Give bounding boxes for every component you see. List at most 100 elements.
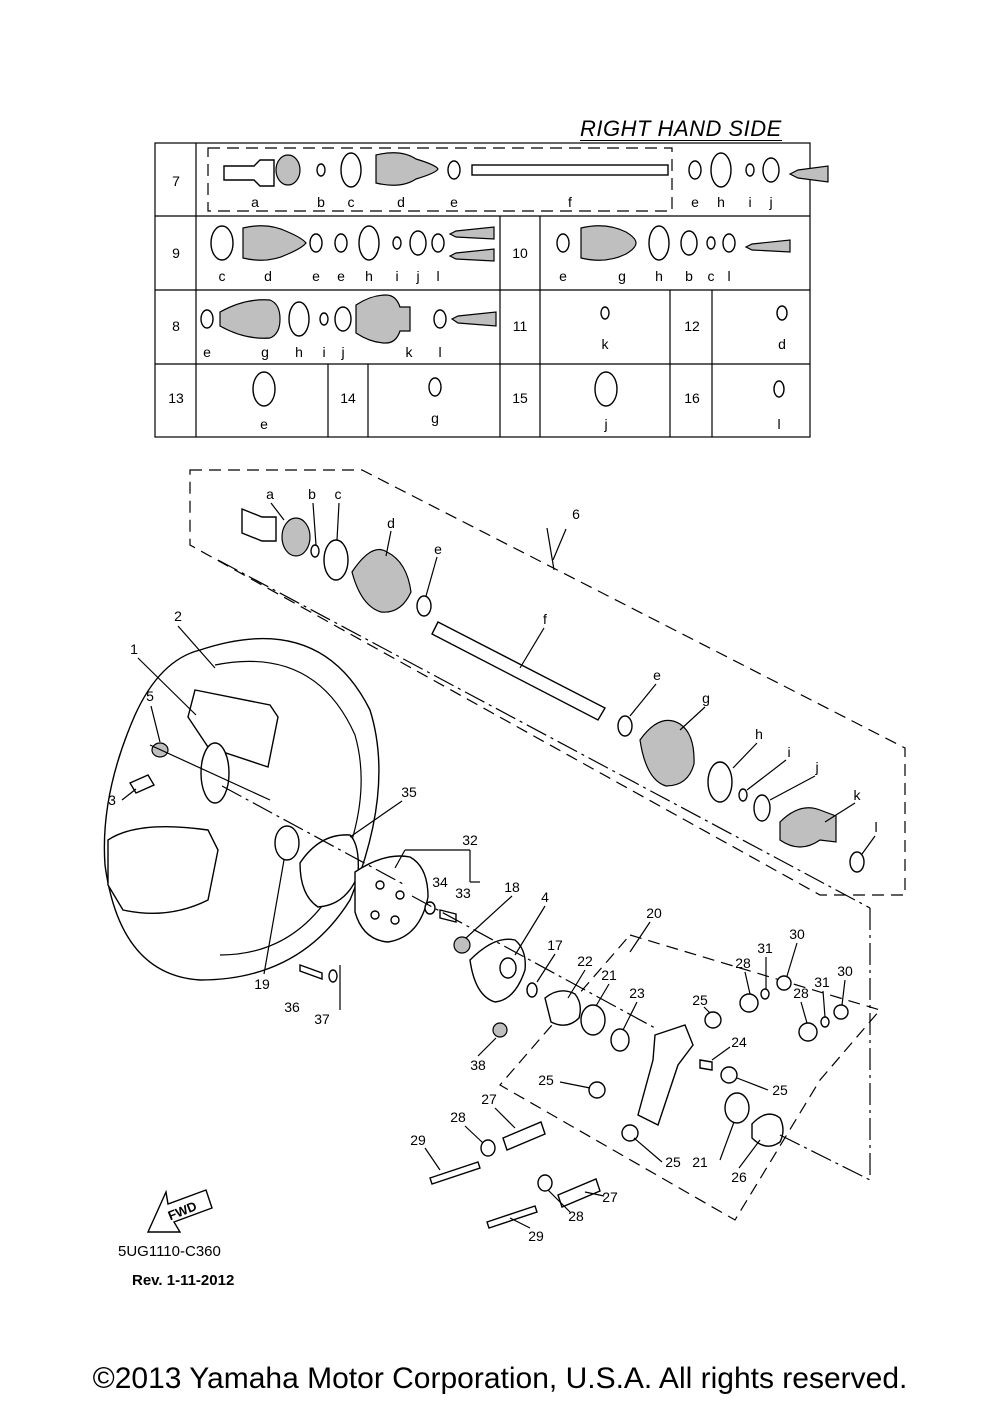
diagram-code: 5UG1110-C360 <box>118 1243 221 1260</box>
row-8-letters: e g h i j k l <box>203 344 441 360</box>
svg-text:6: 6 <box>572 506 580 522</box>
svg-text:g: g <box>618 268 626 284</box>
row-16-letter: l <box>777 416 780 432</box>
svg-text:17: 17 <box>547 937 563 953</box>
table-row-num: 12 <box>684 318 700 334</box>
svg-text:a: a <box>266 486 274 502</box>
svg-text:f: f <box>568 194 572 210</box>
table-row-num: 8 <box>172 318 180 334</box>
row-13-letter: e <box>260 416 268 432</box>
svg-text:25: 25 <box>692 992 708 1008</box>
svg-text:l: l <box>874 819 877 835</box>
bearing-21b <box>724 1092 750 1124</box>
wheel-rim-lower <box>107 825 219 914</box>
svg-text:2: 2 <box>174 608 182 624</box>
svg-text:21: 21 <box>601 967 617 983</box>
svg-text:33: 33 <box>455 885 471 901</box>
svg-text:25: 25 <box>772 1082 788 1098</box>
collar-27a <box>502 1121 546 1151</box>
svg-text:e: e <box>691 194 699 210</box>
row-10-parts <box>556 225 791 261</box>
svg-text:f: f <box>543 611 547 627</box>
svg-text:j: j <box>415 268 419 284</box>
svg-text:i: i <box>395 268 398 284</box>
svg-text:25: 25 <box>665 1154 681 1170</box>
wheel-assembly <box>103 637 538 1038</box>
svg-text:h: h <box>365 268 373 284</box>
row-10-letters: e g h b c l <box>559 268 730 284</box>
seal-28a <box>739 993 759 1013</box>
svg-text:28: 28 <box>735 955 751 971</box>
table-row-num: 13 <box>168 390 184 406</box>
svg-text:k: k <box>406 344 414 360</box>
svg-text:l: l <box>438 344 441 360</box>
svg-text:d: d <box>264 268 272 284</box>
svg-text:g: g <box>261 344 269 360</box>
svg-text:h: h <box>717 194 725 210</box>
washer-37 <box>328 969 338 983</box>
knuckle <box>637 1024 694 1126</box>
svg-text:19: 19 <box>254 976 270 992</box>
svg-text:e: e <box>450 194 458 210</box>
svg-text:l: l <box>727 268 730 284</box>
fwd-arrow-icon: FWD <box>146 1189 213 1233</box>
circlip-3 <box>753 794 771 822</box>
svg-text:c: c <box>708 268 715 284</box>
svg-text:30: 30 <box>837 963 853 979</box>
svg-text:e: e <box>559 268 567 284</box>
cv-boot-2 <box>639 719 695 787</box>
bolt-36 <box>299 964 323 980</box>
revision-date: Rev. 1-11-2012 <box>132 1272 235 1289</box>
bolt-29a <box>429 1161 481 1185</box>
svg-text:28: 28 <box>568 1208 584 1224</box>
row-14-part <box>428 377 442 397</box>
row-7-letters: a b c d e f e h i j <box>251 194 772 210</box>
svg-text:g: g <box>702 690 710 706</box>
svg-text:5: 5 <box>146 688 154 704</box>
svg-text:h: h <box>755 726 763 742</box>
nut-18 <box>453 936 471 954</box>
row-12-letter: d <box>778 336 786 352</box>
fitting-24 <box>699 1059 713 1071</box>
svg-text:28: 28 <box>793 985 809 1001</box>
row-15-part <box>594 371 618 407</box>
collar-27b <box>557 1178 601 1208</box>
row-15-letter: j <box>603 416 607 432</box>
drive-shaft-assembly <box>189 469 906 896</box>
svg-text:27: 27 <box>481 1091 497 1107</box>
svg-text:22: 22 <box>577 953 593 969</box>
inner-cv-joint <box>779 807 837 848</box>
svg-text:h: h <box>655 268 663 284</box>
svg-text:d: d <box>397 194 405 210</box>
knuckle-assembly <box>429 934 882 1229</box>
svg-text:e: e <box>653 667 661 683</box>
oil-seal-22 <box>544 990 582 1026</box>
svg-text:31: 31 <box>757 940 773 956</box>
row-8-parts <box>200 294 497 344</box>
row-14-letter: g <box>431 410 439 426</box>
svg-text:20: 20 <box>646 905 662 921</box>
o-ring-17 <box>526 982 538 998</box>
svg-text:32: 32 <box>462 832 478 848</box>
row-11-letter: k <box>602 336 610 352</box>
svg-text:3: 3 <box>108 792 116 808</box>
table-row-num: 16 <box>684 390 700 406</box>
svg-text:e: e <box>337 268 345 284</box>
svg-text:23: 23 <box>629 985 645 1001</box>
svg-text:26: 26 <box>731 1169 747 1185</box>
svg-text:38: 38 <box>470 1057 486 1073</box>
svg-text:l: l <box>436 268 439 284</box>
boot-band-small <box>416 595 432 617</box>
valve-3 <box>128 774 156 794</box>
row-13-part <box>252 371 276 407</box>
bolt-29b <box>486 1205 538 1229</box>
svg-text:29: 29 <box>410 1132 426 1148</box>
svg-text:a: a <box>251 194 259 210</box>
svg-text:31: 31 <box>814 974 830 990</box>
table-row-num: 7 <box>172 173 180 189</box>
boot-band <box>323 539 349 581</box>
svg-text:30: 30 <box>789 926 805 942</box>
svg-text:36: 36 <box>284 999 300 1015</box>
svg-text:h: h <box>295 344 303 360</box>
table-row-num: 14 <box>340 390 356 406</box>
